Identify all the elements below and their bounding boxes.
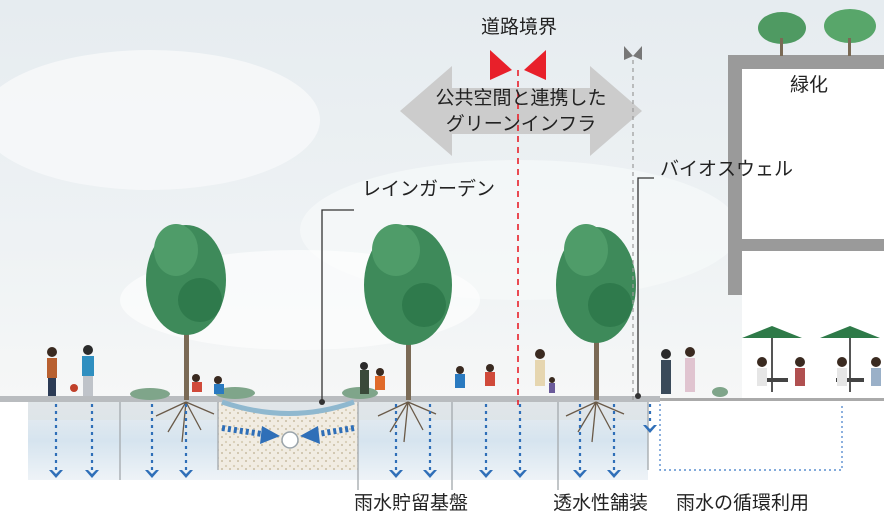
rain-garden-leader-dot bbox=[319, 399, 325, 405]
lateral-flow-arrows bbox=[221, 425, 355, 444]
small-marker-right bbox=[633, 46, 642, 60]
recycling-label: 雨水の循環利用 bbox=[676, 492, 810, 514]
bioswale-leader-dot bbox=[635, 393, 641, 399]
ground-surface bbox=[0, 396, 660, 402]
people bbox=[47, 345, 695, 396]
road-boundary-label: 道路境界 bbox=[481, 16, 558, 38]
storage-base-label: 雨水貯留基盤 bbox=[354, 492, 469, 514]
tree bbox=[556, 224, 636, 400]
building bbox=[728, 55, 884, 399]
boundary-marker-left bbox=[490, 50, 512, 80]
bioswale-label: バイオスウェル bbox=[660, 158, 794, 180]
building-floor bbox=[660, 398, 884, 401]
tree bbox=[146, 224, 226, 400]
rain-garden-leader bbox=[321, 209, 354, 402]
permeable-paving-label: 透水性舗装 bbox=[553, 492, 649, 514]
cloud bbox=[0, 50, 320, 190]
green-infra-label: 公共空間と連携した グリーンインフラ bbox=[426, 86, 616, 137]
greening-label: 緑化 bbox=[790, 74, 829, 96]
recycling-tank-outline bbox=[659, 404, 843, 471]
cafe-seating bbox=[742, 326, 881, 392]
tree bbox=[364, 224, 452, 400]
small-marker-left bbox=[624, 46, 633, 60]
green-infra-line1: 公共空間と連携した bbox=[435, 87, 607, 109]
rooftop-trees bbox=[758, 9, 876, 56]
rain-garden-water bbox=[221, 399, 355, 416]
rain-garden-label: レインガーデン bbox=[362, 178, 496, 200]
drain-pipe bbox=[281, 431, 299, 449]
bioswale-leader bbox=[637, 177, 654, 396]
soil-dividers bbox=[119, 402, 649, 490]
tree-roots bbox=[155, 401, 625, 443]
double-arrow-green-infra bbox=[400, 66, 642, 156]
green-infra-line2: グリーンインフラ bbox=[445, 112, 597, 135]
infiltration-arrowheads bbox=[49, 425, 657, 478]
boundary-marker-right bbox=[524, 50, 546, 80]
